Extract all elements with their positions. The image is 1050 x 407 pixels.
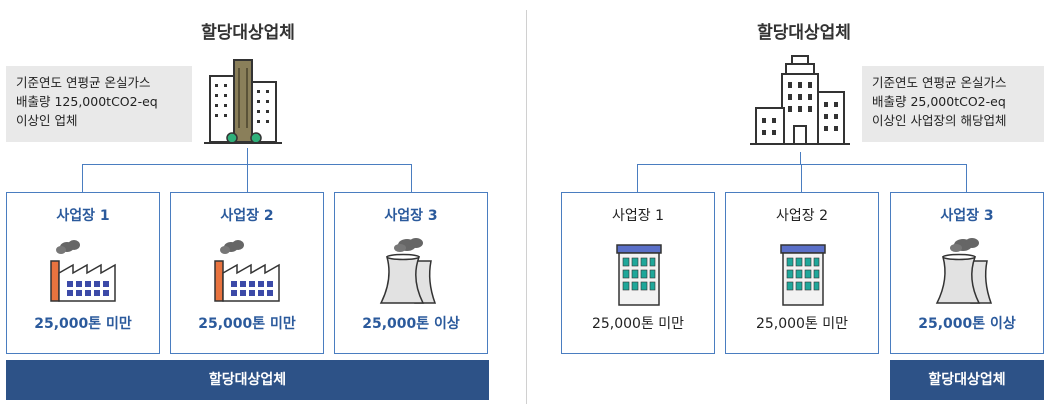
site-amount: 25,000톤 이상 [362, 316, 460, 332]
left-site-1: 사업장 1 25,000톤 미만 [6, 192, 160, 354]
right-connector-1 [637, 164, 638, 192]
site-amount: 25,000톤 미만 [34, 316, 132, 332]
right-desc-line-3: 이상인 사업장의 해당업체 [872, 113, 1007, 128]
cooling-tower-icon [379, 238, 437, 304]
left-site-2: 사업장 2 25,000톤 미만 [170, 192, 324, 354]
cooling-tower-icon [935, 238, 993, 304]
right-connector-2 [801, 164, 802, 192]
site-label: 사업장 2 [220, 208, 274, 224]
right-description: 기준연도 연평균 온실가스 배출량 25,000tCO2-eq 이상인 사업장의… [862, 66, 1044, 142]
left-connector-2 [247, 164, 248, 192]
right-desc-line-2: 배출량 25,000tCO2-eq [872, 94, 1006, 109]
right-allocation-bar: 할당대상업체 [890, 360, 1044, 400]
office-building-icon [780, 244, 826, 306]
office-complex-icon [750, 55, 850, 145]
left-connector-3 [411, 164, 412, 192]
site-amount: 25,000톤 미만 [755, 316, 849, 332]
tall-building-icon [204, 59, 282, 144]
site-amount: 25,000톤 이상 [918, 316, 1016, 332]
office-building-icon [616, 244, 662, 306]
left-desc-line-1: 기준연도 연평균 온실가스 [16, 75, 151, 90]
left-title: 할당대상업체 [201, 23, 295, 43]
left-connector-1 [82, 164, 83, 192]
site-label: 사업장 3 [940, 208, 994, 224]
left-desc-line-3: 이상인 업체 [16, 113, 78, 128]
right-desc-line-1: 기준연도 연평균 온실가스 [872, 75, 1007, 90]
right-connector-horizontal [637, 164, 967, 165]
right-site-2: 사업장 2 25,000톤 미만 [725, 192, 879, 354]
right-site-1: 사업장 1 25,000톤 미만 [561, 192, 715, 354]
right-site-3: 사업장 3 25,000톤 이상 [890, 192, 1044, 354]
left-allocation-bar: 할당대상업체 [6, 360, 489, 400]
site-amount: 25,000톤 미만 [198, 316, 296, 332]
left-description: 기준연도 연평균 온실가스 배출량 125,000tCO2-eq 이상인 업체 [6, 66, 192, 142]
factory-icon [50, 240, 116, 302]
panel-divider [526, 10, 527, 404]
right-connector-stem [800, 152, 801, 164]
site-amount: 25,000톤 미만 [591, 316, 685, 332]
site-label: 사업장 2 [776, 208, 828, 224]
left-site-3: 사업장 3 25,000톤 이상 [334, 192, 488, 354]
site-label: 사업장 1 [612, 208, 664, 224]
site-label: 사업장 3 [384, 208, 438, 224]
right-connector-3 [966, 164, 967, 192]
left-connector-stem [247, 148, 248, 164]
left-desc-line-2: 배출량 125,000tCO2-eq [16, 94, 158, 109]
factory-icon [214, 240, 280, 302]
site-label: 사업장 1 [56, 208, 110, 224]
right-title: 할당대상업체 [757, 23, 851, 43]
